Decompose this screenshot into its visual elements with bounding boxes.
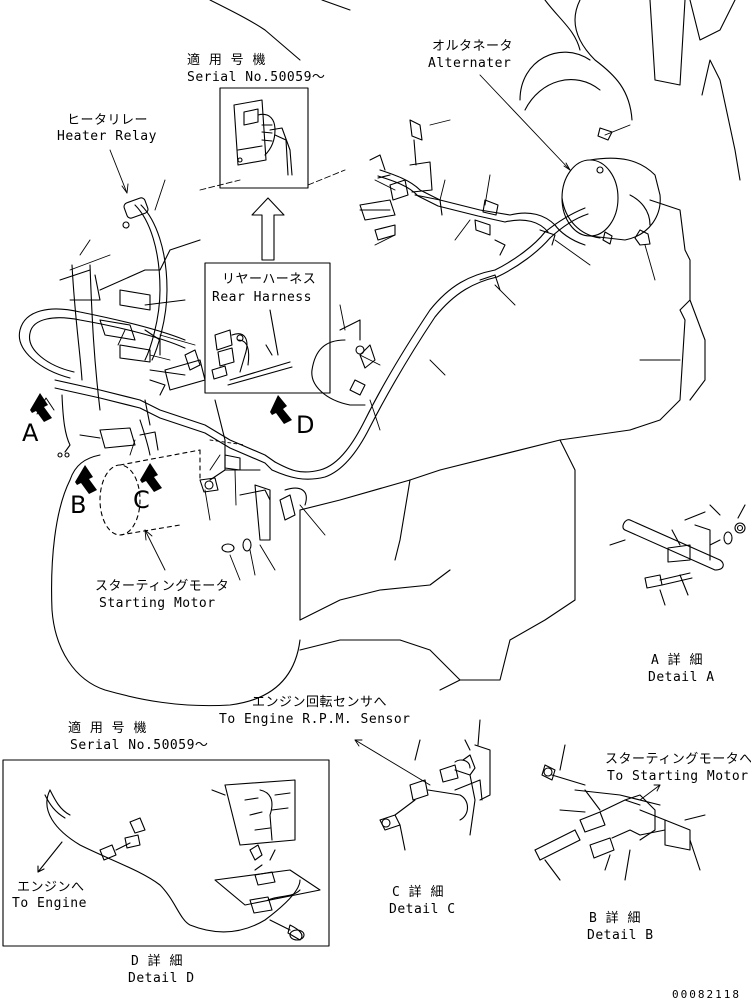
view-label-d: D <box>296 411 315 439</box>
detail-a-en: Detail A <box>648 670 715 685</box>
serial-bottom-en: Serial No.50059～ <box>70 738 209 753</box>
leader-lines <box>70 120 655 580</box>
detail-a-jp: A 詳 細 <box>651 653 703 668</box>
alternator <box>562 128 660 245</box>
detail-d-box <box>3 760 329 946</box>
up-arrow <box>252 198 284 260</box>
engine-block <box>52 0 740 706</box>
detail-c-en: Detail C <box>389 902 456 917</box>
detail-b-en: Detail B <box>587 928 654 943</box>
serial-top-en: Serial No.50059～ <box>187 70 326 85</box>
to-starting-motor-jp: スターティングモータへ <box>605 752 751 767</box>
main-harness <box>19 170 588 479</box>
serial-top-jp: 適 用 号 機 <box>187 53 266 68</box>
detail-a <box>610 505 745 605</box>
view-label-c: C <box>133 486 151 514</box>
rpm-arrow <box>355 740 430 785</box>
label-arrows <box>110 75 570 570</box>
detail-c <box>380 720 490 850</box>
to-engine-jp: エンジンへ <box>17 880 85 895</box>
detail-d-jp: D 詳 細 <box>131 954 183 969</box>
to-starting-motor-en: To Starting Motor <box>607 769 749 784</box>
inset-serial-top <box>220 88 308 188</box>
misc-lines <box>80 170 345 445</box>
heater-relay-jp: ヒータリレー <box>67 113 149 128</box>
heater-relay-en: Heater Relay <box>57 129 157 144</box>
inset-rear-harness <box>205 263 330 393</box>
rear-harness-en: Rear Harness <box>212 290 312 305</box>
alternator-en: Alternater <box>428 56 512 71</box>
detail-b <box>535 745 705 880</box>
view-label-a: A <box>22 419 39 447</box>
rear-harness-jp: リヤーハーネス <box>222 272 317 287</box>
drawing-number: 00082118 <box>672 988 741 1001</box>
view-arrows <box>30 393 292 494</box>
starting-motor <box>100 450 200 535</box>
detail-d-en: Detail D <box>128 971 195 986</box>
to-engine-en: To Engine <box>12 896 87 911</box>
rpm-sensor-en: To Engine R.P.M. Sensor <box>219 712 411 727</box>
alternator-jp: オルタネータ <box>432 39 514 54</box>
starting-motor-arrow <box>640 785 660 800</box>
rpm-sensor-jp: エンジン回転センサへ <box>252 695 388 710</box>
starting-motor-jp: スターティングモータ <box>95 579 230 594</box>
detail-b-jp: B 詳 細 <box>589 911 641 926</box>
serial-bottom-jp: 適 用 号 機 <box>68 721 147 736</box>
starting-motor-en: Starting Motor <box>99 596 216 611</box>
detail-c-jp: C 詳 細 <box>392 885 444 900</box>
view-label-b: B <box>70 491 87 519</box>
